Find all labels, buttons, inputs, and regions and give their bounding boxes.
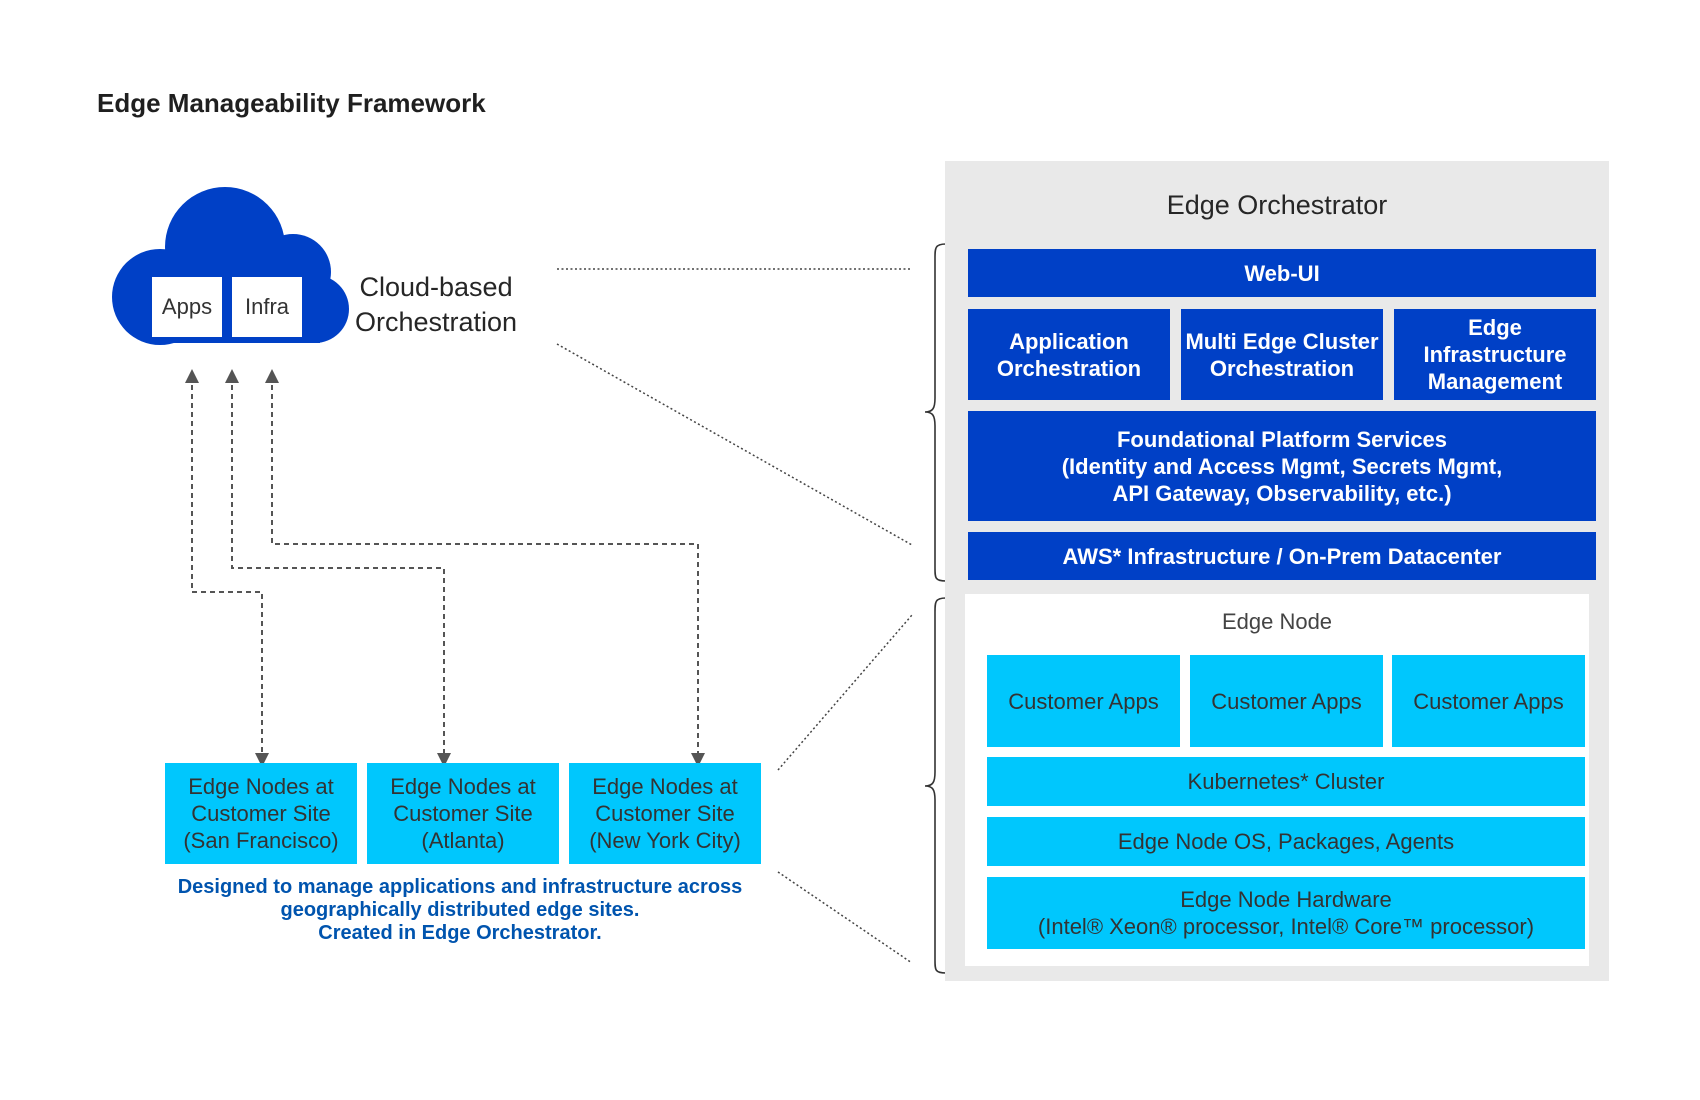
edge-infrastructure-management-block: Edge Infrastructure Management: [1394, 309, 1596, 400]
edge-node-os-block: Edge Node OS, Packages, Agents: [987, 817, 1585, 866]
block-line2: (Identity and Access Mgmt, Secrets Mgmt,: [1061, 453, 1503, 479]
block-line3: Management: [1427, 369, 1563, 394]
multi-edge-cluster-block: Multi Edge Cluster Orchestration: [1181, 309, 1383, 400]
edge-site-new-york-city: Edge Nodes at Customer Site (New York Ci…: [569, 763, 761, 864]
caption-line2: geographically distributed edge sites.: [280, 899, 640, 921]
block-line3: API Gateway, Observability, etc.): [1112, 480, 1452, 506]
block-line1: Foundational Platform Services: [1116, 426, 1448, 452]
customer-apps-block: Customer Apps: [987, 655, 1180, 747]
dotted-line-bottom-1: [777, 614, 913, 771]
application-orchestration-block: Application Orchestration: [968, 309, 1170, 400]
cloud-orchestration-label: Cloud-based Orchestration: [355, 270, 517, 340]
cloud-label-line1: Cloud-based: [359, 272, 513, 302]
web-ui-block: Web-UI: [968, 249, 1596, 297]
caption-line1: Designed to manage applications and infr…: [177, 876, 743, 898]
dotted-line-bottom-2: [777, 871, 913, 964]
customer-apps-block: Customer Apps: [1190, 655, 1383, 747]
brace-edge-node: [924, 597, 947, 974]
caption-line3: Created in Edge Orchestrator.: [318, 922, 602, 944]
edge-site-san-francisco: Edge Nodes at Customer Site (San Francis…: [165, 763, 357, 864]
block-line2: Orchestration: [996, 355, 1142, 381]
site-line2: Customer Site: [191, 801, 331, 826]
block-line1: Edge: [1468, 315, 1522, 340]
block-line2: Orchestration: [1209, 355, 1355, 381]
block-line1: Edge Node Hardware: [1180, 887, 1392, 912]
cloud-infra-box: Infra: [232, 277, 302, 337]
kubernetes-cluster-block: Kubernetes* Cluster: [987, 757, 1585, 806]
customer-apps-block: Customer Apps: [1392, 655, 1585, 747]
site-line3: (San Francisco): [183, 828, 339, 853]
block-line2: (Intel® Xeon® processor, Intel® Core™ pr…: [1037, 914, 1535, 939]
caption: Designed to manage applications and infr…: [150, 876, 770, 945]
block-line1: Multi Edge Cluster: [1185, 328, 1379, 354]
nyc-connector-arrow: [265, 369, 705, 767]
edge-node-title: Edge Node: [1221, 609, 1333, 634]
edge-site-atlanta: Edge Nodes at Customer Site (Atlanta): [367, 763, 559, 864]
site-line3: (New York City): [589, 828, 741, 853]
site-line1: Edge Nodes at: [188, 774, 334, 799]
block-line2: Infrastructure: [1423, 342, 1567, 367]
atlanta-connector-arrow: [225, 369, 451, 767]
page-title: Edge Manageability Framework: [97, 88, 486, 118]
edge-orchestrator-title: Edge Orchestrator: [1166, 190, 1388, 220]
site-line3: (Atlanta): [421, 828, 505, 853]
foundational-platform-services-block: Foundational Platform Services (Identity…: [968, 411, 1596, 521]
site-line1: Edge Nodes at: [390, 774, 536, 799]
site-line2: Customer Site: [595, 801, 735, 826]
site-line1: Edge Nodes at: [592, 774, 738, 799]
dotted-line-top-2: [556, 343, 913, 546]
aws-infrastructure-block: AWS* Infrastructure / On-Prem Datacenter: [968, 532, 1596, 580]
cloud-apps-box: Apps: [152, 277, 222, 337]
site-line2: Customer Site: [393, 801, 533, 826]
brace-orchestrator: [924, 243, 947, 582]
block-line1: Application: [1009, 328, 1129, 354]
edge-node-hardware-block: Edge Node Hardware (Intel® Xeon® process…: [987, 877, 1585, 949]
cloud-label-line2: Orchestration: [355, 307, 518, 337]
